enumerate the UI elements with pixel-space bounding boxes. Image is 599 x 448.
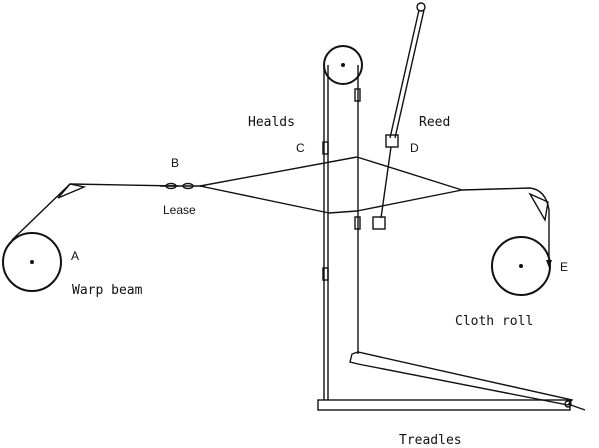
cloth-roll-circle	[491, 236, 551, 296]
reed-block-upper	[385, 134, 399, 148]
warp-beam-label: Warp beam	[72, 283, 143, 298]
lease-label: Lease	[163, 203, 196, 217]
letter-a: A	[71, 249, 79, 263]
treadle-base	[317, 399, 571, 411]
shed-lower-mid	[328, 210, 358, 214]
reed-label: Reed	[419, 115, 450, 130]
treadle-tail	[567, 403, 586, 411]
treadles-label: Treadles	[399, 433, 462, 448]
warp-beam-axle	[30, 260, 34, 264]
warp-beam-circle	[2, 232, 62, 292]
cloth-roll-axle	[519, 264, 523, 268]
heald-frame	[322, 45, 363, 400]
letter-d: D	[410, 141, 419, 155]
letter-e: E	[560, 260, 568, 274]
heald-eye-c-upper	[322, 141, 329, 155]
heads-label: Healds	[248, 115, 295, 130]
shed-upper-right	[356, 156, 463, 191]
warp-beam	[2, 232, 62, 292]
breast-beam	[528, 192, 549, 223]
warp-shed	[199, 156, 463, 214]
batten-arm-left	[389, 9, 420, 139]
treadle-lever	[349, 351, 574, 406]
warp-thread-beam	[11, 183, 71, 241]
batten-arm-right	[394, 9, 425, 139]
heald-eye-c-lower	[322, 267, 329, 281]
letter-c: C	[296, 141, 305, 155]
batten-pivot	[416, 2, 426, 12]
cloth-to-breast	[461, 187, 550, 211]
treadle-pivot	[564, 400, 572, 408]
cloth-roll-label: Cloth roll	[455, 314, 533, 329]
shed-lower-left	[199, 185, 330, 214]
heald-eye-d-lower	[354, 216, 361, 230]
lease-rods	[160, 182, 205, 190]
reed-batten	[372, 2, 426, 230]
shed-lower-right	[356, 189, 463, 212]
cloth-roll	[491, 236, 551, 296]
letter-b: B	[171, 156, 179, 170]
reed-block-lower	[372, 216, 386, 230]
shed-upper-left	[199, 156, 358, 187]
back-rest	[57, 183, 87, 199]
reed-lower-arm	[380, 146, 392, 219]
heald-eye-d-upper	[354, 88, 361, 102]
treadles	[317, 351, 586, 411]
heald-pulley-axle	[341, 63, 345, 67]
